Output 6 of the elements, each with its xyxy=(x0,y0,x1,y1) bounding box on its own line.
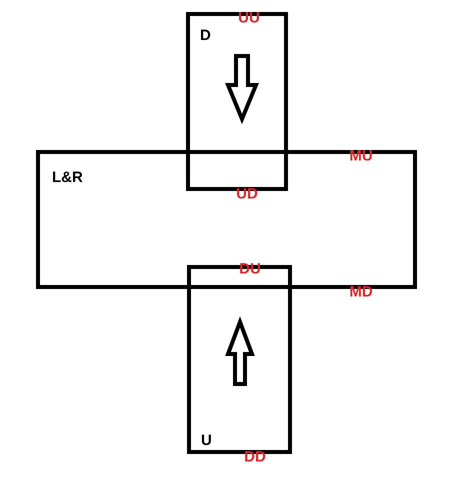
side-label: DD xyxy=(244,450,266,464)
box-label: D xyxy=(200,28,211,43)
side-label: UD xyxy=(236,186,258,202)
box-label: U xyxy=(201,433,212,448)
side-label: MD xyxy=(349,284,373,300)
box-label: L&R xyxy=(52,170,83,185)
